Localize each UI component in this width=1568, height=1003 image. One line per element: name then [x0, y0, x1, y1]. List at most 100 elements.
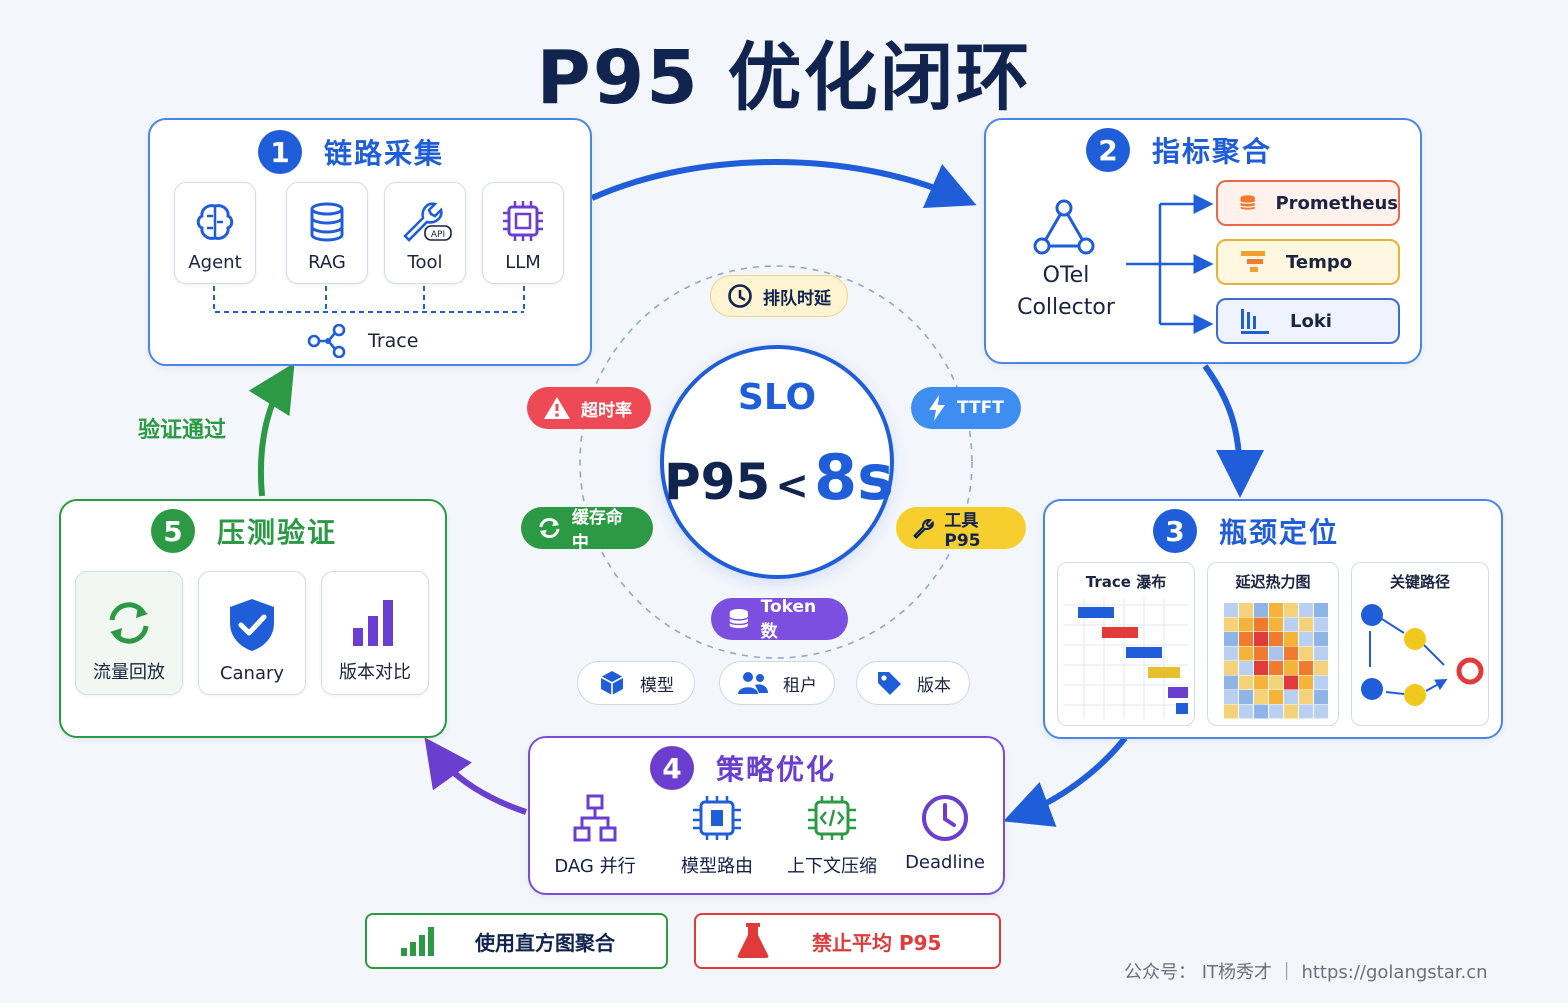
heatmap-cell: [1239, 617, 1253, 632]
dimension-model[interactable]: 模型: [577, 661, 695, 705]
item-deadline[interactable]: Deadline: [900, 792, 990, 873]
heatmap-cell: [1299, 690, 1313, 704]
view-critical-path[interactable]: 关键路径: [1351, 562, 1489, 726]
heatmap-cell: [1299, 704, 1313, 719]
trace-label-row: Trace: [306, 324, 418, 358]
heatmap-cell: [1314, 704, 1328, 719]
svg-text:API: API: [431, 230, 445, 240]
trace-label: Trace: [368, 330, 419, 352]
slo-label: SLO: [737, 377, 817, 418]
heatmap-cell: [1224, 646, 1238, 661]
heatmap-cell: [1299, 646, 1313, 661]
tile-canary[interactable]: Canary: [198, 571, 306, 695]
store-prometheus[interactable]: Prometheus: [1216, 180, 1400, 226]
arrow-1-to-2: [590, 159, 977, 209]
heatmap-cell: [1284, 704, 1298, 719]
heatmap-cell: [1269, 632, 1283, 646]
item-context-compress[interactable]: 上下文压缩: [782, 792, 882, 878]
tile-llm[interactable]: LLM: [482, 182, 564, 284]
slo-target: P95 < 8s: [664, 441, 894, 514]
arrow-2-to-3: [1202, 364, 1264, 498]
tile-agent[interactable]: Agent: [174, 182, 256, 284]
tile-rag[interactable]: RAG: [286, 182, 368, 284]
step-number-badge: 5: [151, 509, 195, 553]
router-chip-icon: [693, 796, 741, 840]
metric-timeout-rate[interactable]: 超时率: [527, 387, 651, 429]
prometheus-icon: [1240, 195, 1256, 210]
panel-collect: 1 链路采集 Agent RAG API Tool LLM: [148, 118, 592, 366]
tile-label: RAG: [308, 252, 346, 273]
wrench-api-icon: API: [403, 202, 452, 242]
heatmap-cell: [1299, 617, 1313, 632]
metric-ttft[interactable]: TTFT: [911, 387, 1021, 429]
wrench-icon: [913, 519, 934, 539]
heatmap-cell: [1239, 603, 1253, 617]
heatmap-cell: [1254, 646, 1268, 661]
metric-queue-latency[interactable]: 排队时延: [710, 275, 848, 317]
refresh-icon: [539, 517, 560, 539]
arrow-5-to-1: [248, 362, 295, 497]
heatmap-cell: [1239, 675, 1253, 690]
tile-version-compare[interactable]: 版本对比: [321, 571, 429, 695]
heatmap-cell: [1254, 690, 1268, 704]
heatmap-cell: [1254, 632, 1268, 646]
lightning-icon: [929, 395, 945, 421]
step-number-badge: 1: [258, 130, 302, 174]
store-tempo[interactable]: Tempo: [1216, 239, 1400, 285]
heatmap-cell: [1239, 632, 1253, 646]
tile-label: Tool: [407, 252, 443, 273]
page-title: P95 优化闭环: [536, 35, 1032, 121]
brain-icon: [196, 204, 234, 240]
clock-icon: [922, 795, 968, 841]
share-nodes-icon: [307, 324, 346, 358]
dimension-version[interactable]: 版本: [856, 661, 970, 705]
heatmap-cell: [1224, 617, 1238, 632]
heatmap-cell: [1284, 632, 1298, 646]
store-loki[interactable]: Loki: [1216, 298, 1400, 344]
heatmap-cell: [1269, 704, 1283, 719]
footer-bad-practice: 禁止平均 P95: [694, 913, 1001, 969]
flask-icon: [737, 923, 769, 958]
heatmap-cell: [1269, 603, 1283, 617]
metric-tool-p95[interactable]: 工具 P95: [896, 507, 1026, 551]
refresh-icon: [109, 602, 149, 644]
tile-traffic-replay[interactable]: 流量回放: [75, 571, 183, 695]
verified-label: 验证通过: [138, 418, 227, 443]
heatmap-cell: [1254, 617, 1268, 632]
metric-cache-hit[interactable]: 缓存命中: [521, 507, 653, 553]
tile-tool[interactable]: API Tool: [384, 182, 466, 284]
loki-icon: [1241, 309, 1269, 334]
view-latency-heatmap[interactable]: 延迟热力图: [1207, 562, 1339, 726]
panel-title-text: 瓶颈定位: [1219, 516, 1340, 549]
heatmap-cell: [1269, 690, 1283, 704]
panel-optimize: 4 策略优化 DAG 并行 模型路由 上下文压缩 Deadlin: [528, 736, 1005, 895]
heatmap-cell: [1269, 661, 1283, 675]
item-model-routing[interactable]: 模型路由: [672, 792, 762, 878]
panel-title-text: 策略优化: [716, 753, 837, 786]
metric-token-count[interactable]: Token 数: [711, 597, 848, 642]
tempo-icon: [1241, 251, 1265, 272]
panel-title-text: 指标聚合: [1152, 135, 1273, 168]
clock-icon: [728, 284, 752, 308]
tile-label: Agent: [188, 252, 242, 273]
dimension-tenant[interactable]: 租户: [719, 661, 835, 705]
heatmap-cell: [1284, 661, 1298, 675]
heatmap-cell: [1314, 675, 1328, 690]
otel-collector-label: OTel Collector: [1017, 263, 1115, 320]
heatmap-cell: [1284, 675, 1298, 690]
arrow-3-to-4: [1003, 736, 1128, 827]
heatmap-cell: [1239, 690, 1253, 704]
view-trace-waterfall[interactable]: Trace 瀑布: [1057, 562, 1195, 726]
item-dag-parallel[interactable]: DAG 并行: [550, 792, 640, 878]
users-icon: [738, 672, 768, 694]
heatmap-cell: [1314, 603, 1328, 617]
panel-title-text: 压测验证: [217, 516, 338, 549]
footer-credit: 公众号： IT杨秀才 ｜ https://golangstar.cn: [1124, 962, 1488, 983]
heatmap-cell: [1224, 661, 1238, 675]
heatmap-cell: [1224, 632, 1238, 646]
slo-circle: SLO P95 < 8s: [660, 345, 894, 579]
fanout-arrows: [1126, 194, 1214, 334]
warning-icon: [544, 397, 570, 419]
cube-icon: [600, 671, 624, 695]
